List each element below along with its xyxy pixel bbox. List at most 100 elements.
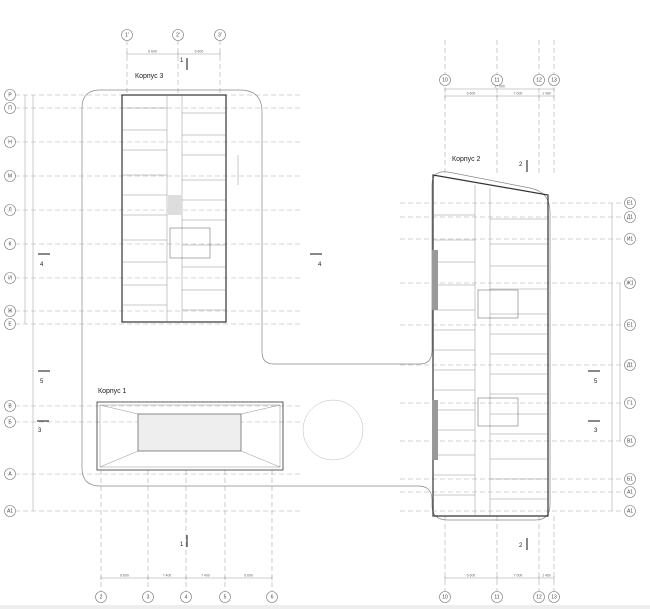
dimension-label: 7 400 xyxy=(163,574,172,578)
svg-text:4: 4 xyxy=(318,262,322,268)
svg-text:Б1: Б1 xyxy=(627,477,633,483)
korpus-3-title: Корпус 3 xyxy=(135,73,164,80)
svg-text:В: В xyxy=(8,404,12,410)
axis-bubble-top: 11 xyxy=(491,74,503,86)
svg-text:1': 1' xyxy=(125,33,129,39)
axis-bubble-bottom: 13 xyxy=(548,591,560,603)
axis-bubble-right: Ж1 xyxy=(624,277,636,289)
axis-bubble-top: 2' xyxy=(172,29,184,41)
svg-text:В1: В1 xyxy=(627,439,633,445)
dimension-label: 6 600 xyxy=(467,574,476,578)
svg-text:Ж: Ж xyxy=(8,309,13,315)
axis-bubble-left: Е xyxy=(4,318,16,330)
svg-text:И: И xyxy=(8,276,12,282)
svg-text:11: 11 xyxy=(494,78,499,84)
svg-text:А1: А1 xyxy=(627,509,633,515)
dimension-label: 7 000 xyxy=(514,92,523,96)
svg-text:5: 5 xyxy=(40,379,44,385)
svg-text:А: А xyxy=(8,472,12,478)
korpus-3-plan xyxy=(121,94,227,323)
axis-bubble-right: А1 xyxy=(624,486,636,498)
section-markers: 1 1 2 2 4 4 5 5 3 3 xyxy=(37,58,600,550)
roundabout xyxy=(302,399,364,461)
svg-text:Г1: Г1 xyxy=(627,401,633,407)
axis-bubble-bottom: 6 xyxy=(266,591,278,603)
korpus-3-legend xyxy=(237,155,239,185)
axis-bubble-left: Л xyxy=(4,204,16,216)
axis-bubble-left: К xyxy=(4,238,16,250)
svg-text:2: 2 xyxy=(519,162,523,168)
axis-bubble-right: В1 xyxy=(624,435,636,447)
axis-bubble-right: Е1 xyxy=(624,319,636,331)
svg-text:2': 2' xyxy=(176,33,180,39)
axis-bubble-right: И1 xyxy=(624,233,636,245)
svg-text:10: 10 xyxy=(442,78,448,84)
axis-bubble-left: Ж xyxy=(4,305,16,317)
axis-bubble-right: А1 xyxy=(624,505,636,517)
svg-text:3: 3 xyxy=(38,428,42,434)
axis-bubble-right: Б1 xyxy=(624,473,636,485)
axis-bubble-top: 3' xyxy=(214,29,226,41)
axis-bubble-right: Д1 xyxy=(624,211,636,223)
axis-bubble-bottom: 11 xyxy=(491,591,503,603)
axis-bubble-top: 1' xyxy=(121,29,133,41)
dimension-label: 6 600 xyxy=(148,50,157,54)
svg-text:3: 3 xyxy=(147,595,150,601)
svg-text:2: 2 xyxy=(100,595,103,601)
svg-text:П: П xyxy=(8,106,12,112)
axis-bubble-right: Г1 xyxy=(624,397,636,409)
svg-text:5: 5 xyxy=(594,379,598,385)
axis-bubble-top: 13 xyxy=(548,74,560,86)
axis-bubble-left: М xyxy=(4,170,16,182)
svg-text:11: 11 xyxy=(494,595,499,601)
svg-text:5: 5 xyxy=(224,595,227,601)
axis-bubble-left: Н xyxy=(4,136,16,148)
svg-text:Д1: Д1 xyxy=(627,363,633,369)
bottom-strip xyxy=(0,605,650,609)
svg-text:2: 2 xyxy=(519,543,523,549)
svg-text:К: К xyxy=(9,242,12,248)
dimension-label: 1 460 xyxy=(542,92,551,96)
svg-text:А1: А1 xyxy=(7,509,13,515)
svg-text:И1: И1 xyxy=(627,237,634,243)
dimension-label: 17 900 xyxy=(494,85,505,89)
svg-text:Е: Е xyxy=(8,322,12,328)
korpus-2-title: Корпус 2 xyxy=(452,156,481,163)
axis-bubble-right: Д1 xyxy=(624,359,636,371)
svg-text:12: 12 xyxy=(536,595,542,601)
svg-text:Е1: Е1 xyxy=(627,323,633,329)
dimension-label: 6 600 xyxy=(244,574,253,578)
axis-bubble-bottom: 12 xyxy=(533,591,545,603)
dimension-label: 6 600 xyxy=(120,574,129,578)
svg-text:4: 4 xyxy=(185,595,188,601)
dimension-label: 6 600 xyxy=(195,50,204,54)
svg-text:4: 4 xyxy=(40,262,44,268)
svg-text:6: 6 xyxy=(271,595,274,601)
svg-text:Ж1: Ж1 xyxy=(626,281,634,287)
svg-text:Н: Н xyxy=(8,140,12,146)
axis-bubble-top: 10 xyxy=(439,74,451,86)
axis-bubble-left: А xyxy=(4,468,16,480)
svg-text:Р: Р xyxy=(8,93,12,99)
svg-text:13: 13 xyxy=(551,78,557,84)
axis-bubble-left: Б xyxy=(4,416,16,428)
axis-bubble-left: А1 xyxy=(4,505,16,517)
dimension-label: 7 400 xyxy=(201,574,210,578)
site-outline xyxy=(81,89,551,521)
dimension-label: 7 000 xyxy=(514,574,523,578)
svg-text:3': 3' xyxy=(218,33,222,39)
svg-text:Д1: Д1 xyxy=(627,215,633,221)
dimension-lines: 6 600 6 600 17 900 6 600 7 000 1 460 6 600 7 40… xyxy=(24,50,621,580)
svg-text:А1: А1 xyxy=(627,490,633,496)
axis-bubble-left: П xyxy=(4,102,16,114)
axis-bubble-top: 12 xyxy=(533,74,545,86)
svg-text:Л: Л xyxy=(8,208,11,214)
axis-bubble-bottom: 10 xyxy=(439,591,451,603)
korpus-2-plan xyxy=(432,174,549,517)
korpus-1-plan xyxy=(96,401,284,471)
svg-text:1: 1 xyxy=(180,542,184,548)
korpus-1-title: Корпус 1 xyxy=(98,388,127,395)
axis-bubble-left: Р xyxy=(4,89,16,101)
